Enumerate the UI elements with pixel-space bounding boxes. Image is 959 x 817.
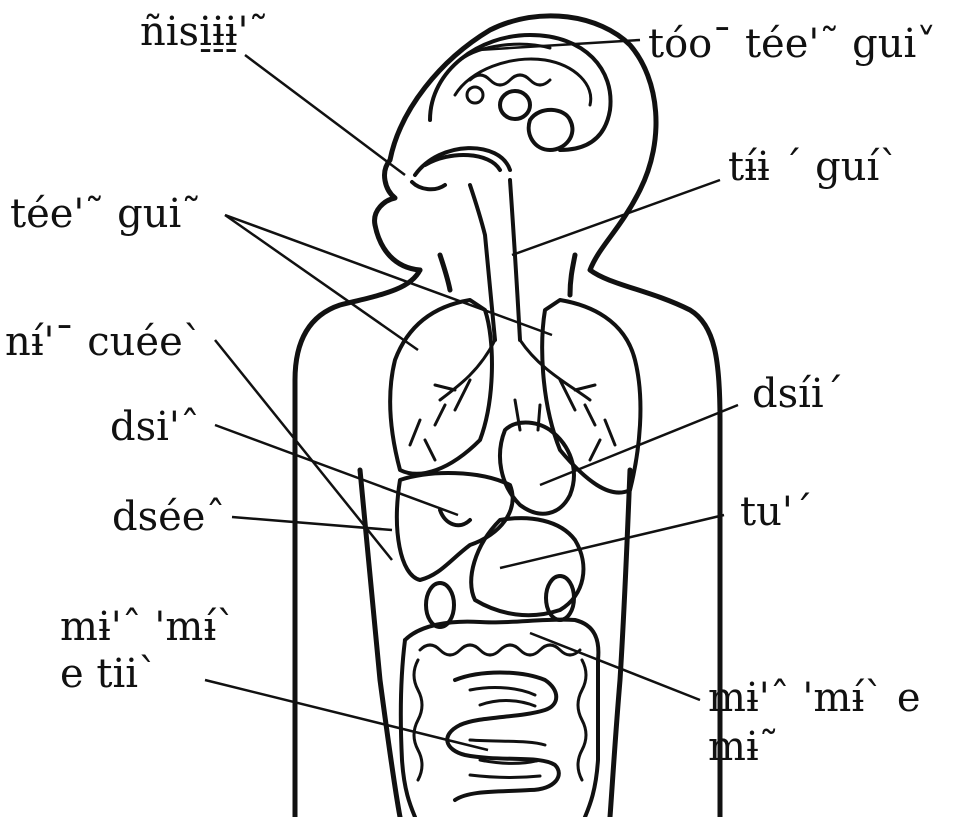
label-lungs: tée'˜ gui˜ (10, 192, 201, 236)
label-large-intestine-line1: mɨ'ˆ 'mɨ́ˋ e (708, 676, 921, 720)
label-heart: dsíiˊ (752, 372, 844, 416)
leader-small-intestine (205, 680, 488, 750)
leader-mouth (245, 55, 405, 175)
label-trachea: tɨ́ɨ ˊ guíˋ (728, 145, 899, 189)
label-large-intestine-line2: mɨ˜ (708, 725, 779, 769)
small-intestine (447, 673, 559, 801)
leader-trachea (512, 180, 720, 255)
leader-kidney (232, 517, 392, 530)
body-outline (295, 16, 720, 817)
label-brain: tóo¯ tée'˜ gui˅ (648, 22, 936, 66)
label-liver: nɨ́'¯ cuéeˋ (5, 320, 203, 364)
leader-lungs-right (225, 215, 552, 335)
label-small-intestine-line1: mɨ'ˆ 'mɨ́ˋ (60, 605, 236, 649)
leader-stomach (500, 515, 724, 568)
lungs (390, 300, 640, 493)
label-kidney: dséeˆ (112, 495, 225, 539)
label-gallbladder: dsi'ˆ (110, 405, 200, 449)
label-small-intestine-line2: e tiiˋ (60, 652, 158, 696)
stomach (471, 518, 583, 615)
leader-lungs-left (225, 215, 418, 350)
label-mouth: ñisi̠ɨ̠ɨ̠'˜ (140, 10, 268, 54)
leader-gallbladder (215, 425, 458, 515)
label-stomach: tu'ˊ (740, 490, 813, 534)
